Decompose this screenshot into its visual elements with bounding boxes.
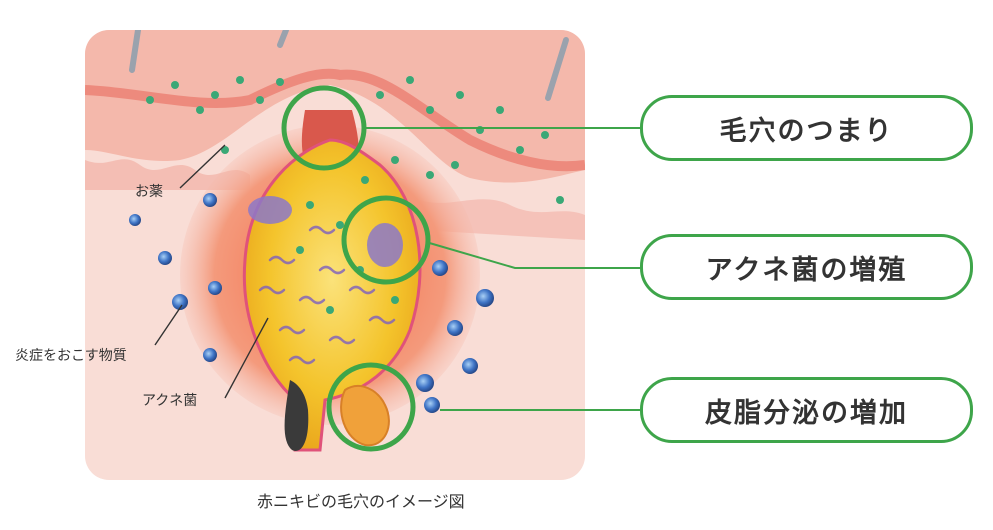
annotation-inflammatory-substance: 炎症をおこす物質 [15,348,127,364]
callout-sebum-increase-label: 皮脂分泌の増加 [705,397,908,429]
connector-bacteria [425,241,640,269]
callout-pore-clog: 毛穴のつまり [640,95,973,161]
figure-caption: 赤ニキビの毛穴のイメージ図 [257,492,465,511]
leader-acne-bacteria [224,317,269,399]
bacteria-highlight [341,195,431,285]
leader-medicine [179,144,226,189]
callout-bacteria-growth-label: アクネ菌の増殖 [705,254,908,286]
annotation-acne-bacteria: アクネ菌 [142,393,198,409]
callout-pore-clog-label: 毛穴のつまり [719,115,894,147]
leader-inflammatory [154,304,183,346]
annotation-medicine: お薬 [135,184,163,200]
sebum-highlight [326,362,416,452]
callout-bacteria-growth: アクネ菌の増殖 [640,234,973,300]
skin-cross-section [85,30,585,480]
callout-sebum-increase: 皮脂分泌の増加 [640,377,973,443]
